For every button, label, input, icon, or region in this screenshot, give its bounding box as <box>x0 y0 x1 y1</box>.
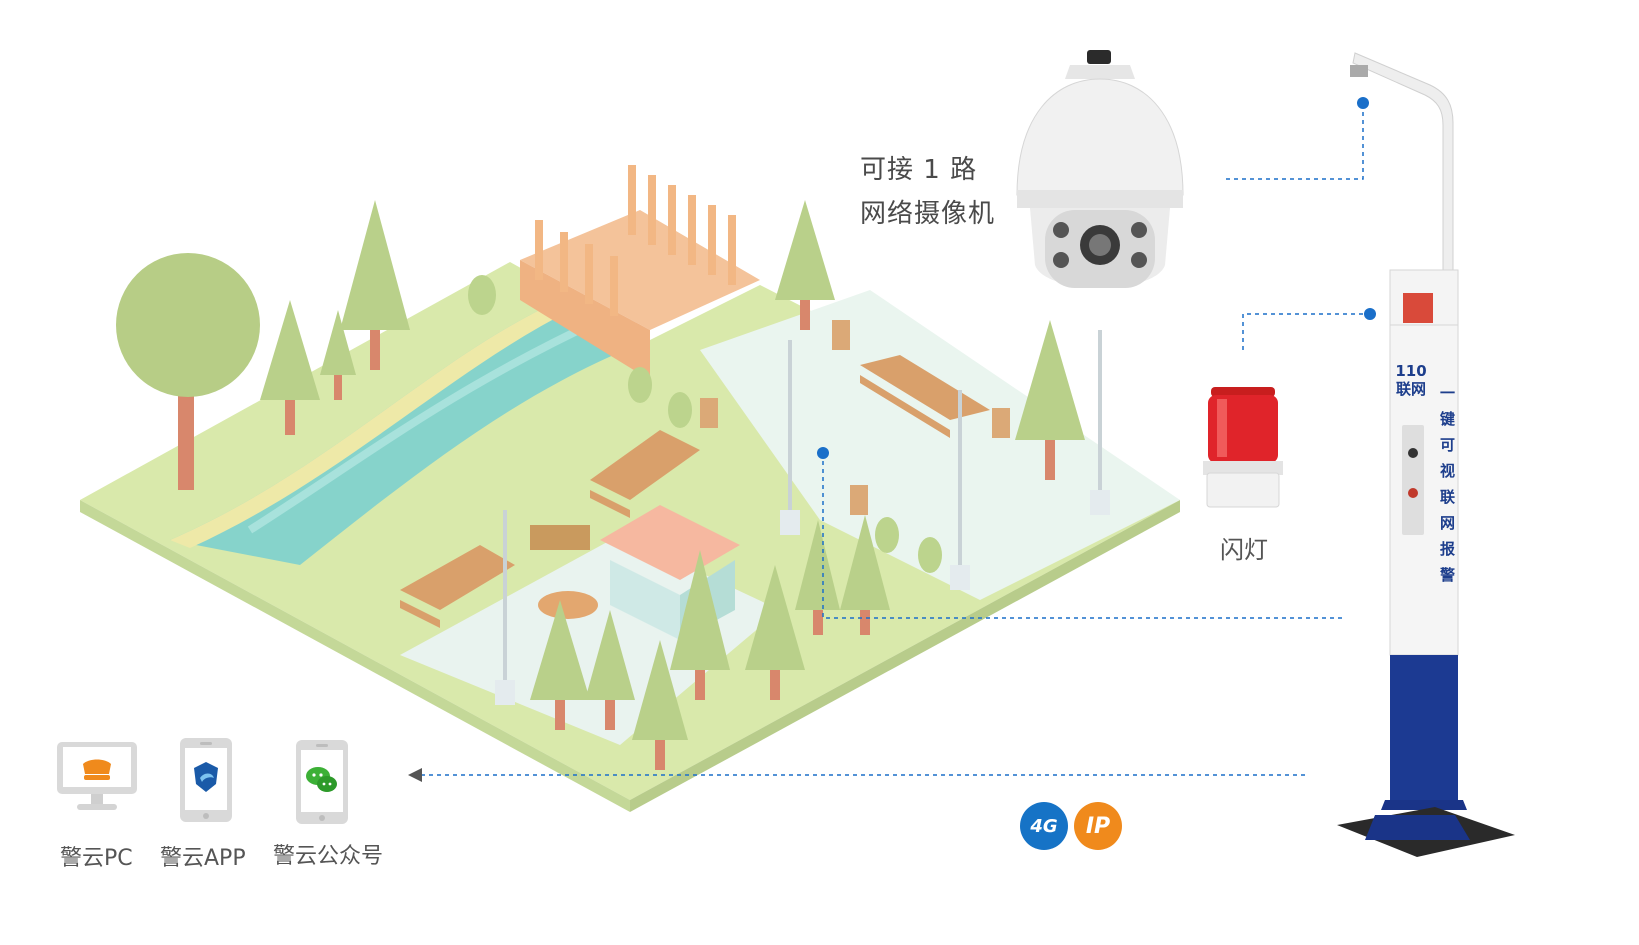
round-tree <box>116 253 260 490</box>
camera-connector <box>1226 103 1364 180</box>
bench-1 <box>860 355 990 438</box>
bench-3 <box>400 545 515 628</box>
pole-110-number: 110 <box>1395 362 1427 380</box>
flash-light-icon <box>1203 387 1283 508</box>
client-app-label: 警云APP <box>160 846 246 871</box>
shrubs <box>468 275 942 573</box>
client-arrow-icon <box>408 768 422 782</box>
bridge <box>520 165 760 380</box>
park-ground-edge-right <box>630 500 1180 812</box>
flash-connector-dot <box>1364 308 1376 320</box>
badge-4g-label: 4G <box>1030 815 1058 837</box>
badge-ip: IP <box>1074 802 1122 850</box>
flash-connector <box>1242 313 1370 350</box>
park-connector <box>822 453 1345 619</box>
lamp-posts <box>503 330 1102 690</box>
badge-4g: 4G <box>1020 802 1068 850</box>
park-ground-edge <box>80 500 630 812</box>
client-pc-label: 警云PC <box>60 846 133 871</box>
river-bank <box>170 300 575 548</box>
pole-110-text: 联网 <box>1395 380 1426 398</box>
trash-bins <box>530 320 1010 550</box>
camera-label: 可接 1 路 网络摄像机 <box>860 148 995 236</box>
camera-label-line2: 网络摄像机 <box>860 199 996 229</box>
river-highlight <box>247 316 602 534</box>
round-table <box>538 591 598 619</box>
flash-light-label: 闪灯 <box>1220 536 1268 564</box>
pole-vertical-text: 一键可视联网报警 <box>1440 384 1456 584</box>
plaza-right <box>700 290 1180 600</box>
phone-wechat-icon <box>296 740 348 824</box>
client-wechat-label: 警云公众号 <box>273 844 384 869</box>
alarm-pole-icon <box>1337 52 1515 857</box>
lamp-bases <box>495 490 1110 705</box>
dome-camera-icon <box>1016 50 1184 288</box>
badge-ip-label: IP <box>1085 813 1111 839</box>
phone-app-icon <box>180 738 232 822</box>
park-connector-dot <box>817 447 829 459</box>
river <box>170 300 650 565</box>
camera-label-line1: 可接 1 路 <box>860 155 978 185</box>
pole-110-label: 110 联网 <box>1393 362 1429 398</box>
camera-connector-dot <box>1357 97 1369 109</box>
monitor-police-icon <box>57 742 137 810</box>
cone-trees <box>260 200 1085 770</box>
bench-2 <box>590 430 700 518</box>
